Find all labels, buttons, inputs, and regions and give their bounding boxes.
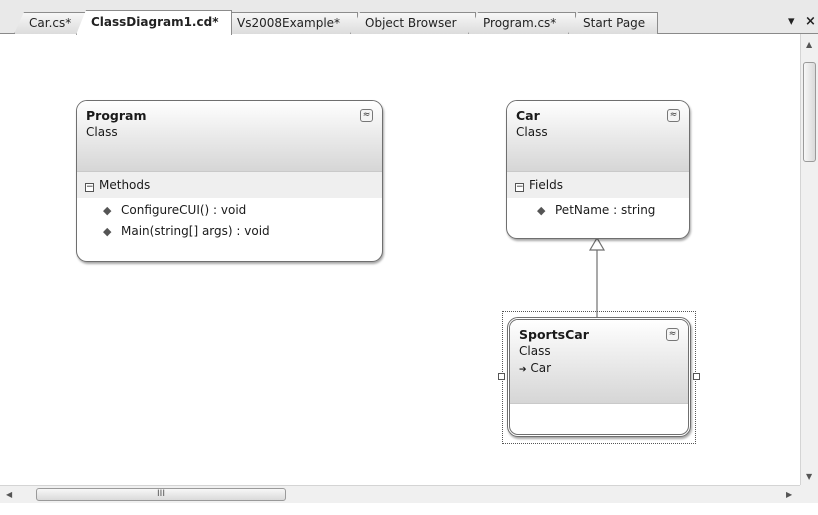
document-tab-strip: Car.cs* ClassDiagram1.cd* Vs2008Example*…: [0, 0, 818, 35]
horizontal-scrollbar[interactable]: ◀ III ▶: [0, 485, 800, 503]
vertical-scroll-thumb[interactable]: [803, 62, 816, 162]
tab-label: Object Browser: [365, 16, 457, 30]
collapse-chevron-icon[interactable]: ≈: [360, 109, 373, 122]
tab-classdiagram1-cd[interactable]: ClassDiagram1.cd*: [76, 10, 232, 35]
base-class-line: ➔ Car: [519, 360, 679, 379]
tab-label: Program.cs*: [483, 16, 557, 30]
class-kind: Class: [516, 125, 548, 139]
class-shape-sportscar[interactable]: SportsCar Class ➔ Car ≈: [507, 317, 691, 437]
empty-compartment: [510, 403, 688, 434]
collapse-toggle-icon[interactable]: −: [515, 182, 524, 192]
class-name: Program: [86, 108, 147, 123]
tab-label: Vs2008Example*: [237, 16, 341, 30]
tab-label: ClassDiagram1.cd*: [91, 15, 219, 29]
compartment-label: Fields: [529, 178, 563, 192]
tab-program-cs[interactable]: Program.cs*: [468, 12, 576, 34]
bottom-margin: [0, 503, 818, 515]
compartment-label: Methods: [99, 178, 151, 192]
member-row[interactable]: ◆ ConfigureCUI() : void: [103, 200, 382, 221]
tab-label: Car.cs*: [29, 16, 72, 30]
class-header: SportsCar Class ➔ Car ≈: [510, 320, 688, 403]
tab-start-page[interactable]: Start Page: [568, 12, 658, 34]
class-name: SportsCar: [519, 327, 589, 342]
collapse-toggle-icon[interactable]: −: [85, 182, 94, 192]
scroll-right-arrow-icon[interactable]: ▶: [786, 490, 793, 499]
method-icon: ◆: [103, 225, 112, 238]
scrollbar-corner: [800, 485, 818, 503]
class-name: Car: [516, 108, 540, 123]
method-icon: ◆: [103, 204, 112, 217]
inheritance-arrow-icon: ➔: [519, 365, 527, 375]
scroll-grip-icon: III: [157, 489, 165, 499]
member-text: Main(string[] args) : void: [121, 224, 270, 238]
class-header: Car Class ≈: [507, 101, 689, 171]
class-header: Program Class ≈: [77, 101, 382, 171]
resize-handle-left[interactable]: [498, 373, 505, 380]
base-class-name: Car: [530, 361, 552, 375]
member-row[interactable]: ◆ PetName : string: [537, 200, 689, 221]
member-text: ConfigureCUI() : void: [121, 203, 247, 217]
tab-vs2008example[interactable]: Vs2008Example*: [222, 12, 358, 34]
tab-dropdown-icon[interactable]: ▾: [788, 14, 795, 29]
vertical-scrollbar[interactable]: ▲ ▼: [800, 34, 818, 485]
field-icon: ◆: [537, 204, 546, 217]
inheritance-connector[interactable]: [0, 34, 800, 485]
class-diagram-canvas[interactable]: Program Class ≈ −Methods ◆ConfigureCUI()…: [0, 34, 800, 485]
member-row[interactable]: ◆ Main(string[] args) : void: [103, 221, 382, 242]
collapse-chevron-icon[interactable]: ≈: [667, 109, 680, 122]
class-kind: Class: [519, 344, 551, 358]
class-shape-program[interactable]: Program Class ≈ −Methods ◆ ConfigureCUI()…: [76, 100, 383, 262]
resize-handle-right[interactable]: [693, 373, 700, 380]
close-tab-icon[interactable]: ×: [805, 14, 816, 29]
class-kind: Class: [86, 125, 118, 139]
scroll-up-arrow-icon[interactable]: ▲: [806, 40, 813, 49]
horizontal-scroll-thumb[interactable]: III: [36, 488, 286, 501]
collapse-chevron-icon[interactable]: ≈: [666, 328, 679, 341]
compartment-header-methods[interactable]: −Methods: [77, 171, 382, 198]
scroll-left-arrow-icon[interactable]: ◀: [6, 490, 13, 499]
scroll-down-arrow-icon[interactable]: ▼: [806, 472, 813, 481]
tab-label: Start Page: [583, 16, 646, 30]
inheritance-arrowhead-icon: [588, 236, 606, 251]
member-text: PetName : string: [555, 203, 656, 217]
compartment-header-fields[interactable]: −Fields: [507, 171, 689, 198]
class-shape-car[interactable]: Car Class ≈ −Fields ◆ PetName : string: [506, 100, 690, 239]
tab-object-browser[interactable]: Object Browser: [350, 12, 476, 34]
